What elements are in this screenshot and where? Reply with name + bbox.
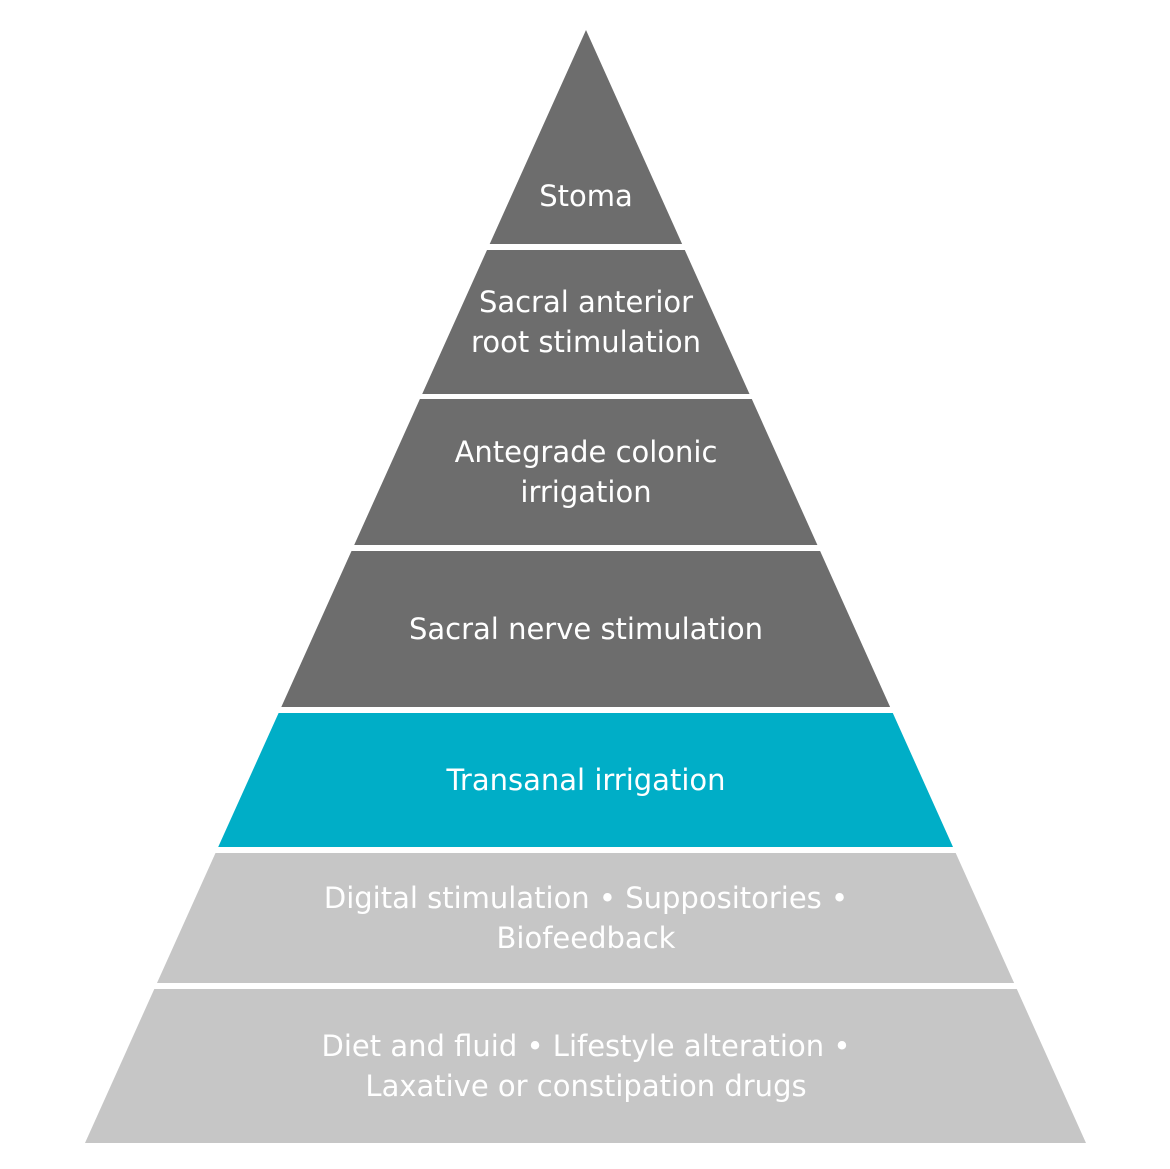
tier-label-line: Antegrade colonic [455, 435, 718, 469]
tier-sacral-anterior-root-stimulation [422, 250, 750, 394]
tier-label-line: Sacral nerve stimulation [409, 612, 763, 646]
tier-label-line: Stoma [539, 179, 633, 213]
tier-label-line: Diet and fluid • Lifestyle alteration • [322, 1029, 851, 1063]
tier-antegrade-colonic-irrigation [354, 399, 818, 545]
tier-digital-stimulation-suppositories-biofeedback [157, 853, 1015, 983]
tier-label-line: Biofeedback [497, 921, 676, 955]
tier-label-line: irrigation [520, 475, 651, 509]
tier-label-line: root stimulation [471, 325, 701, 359]
tier-label-diet-lifestyle-laxatives: Diet and fluid • Lifestyle alteration • L… [322, 1029, 851, 1103]
tier-diet-lifestyle-laxatives [85, 989, 1086, 1143]
tier-label-antegrade-colonic-irrigation: Antegrade colonic irrigation [455, 435, 718, 509]
tier-label-stoma: Stoma [539, 179, 633, 213]
tier-label-sacral-nerve-stimulation: Sacral nerve stimulation [409, 612, 763, 646]
tier-label-line: Digital stimulation • Suppositories • [324, 881, 848, 915]
tier-label-digital-stimulation-suppositories-biofeedback: Digital stimulation • Suppositories • Bio… [324, 881, 848, 955]
tier-label-sacral-anterior-root-stimulation: Sacral anterior root stimulation [471, 285, 701, 359]
tier-label-line: Transanal irrigation [445, 763, 725, 797]
tier-stoma [489, 30, 683, 244]
tier-transanal-irrigation [218, 713, 953, 847]
tier-label-line: Laxative or constipation drugs [365, 1069, 806, 1103]
tier-label-transanal-irrigation: Transanal irrigation [445, 763, 725, 797]
tier-label-line: Sacral anterior [479, 285, 693, 319]
tier-sacral-nerve-stimulation [281, 551, 891, 707]
